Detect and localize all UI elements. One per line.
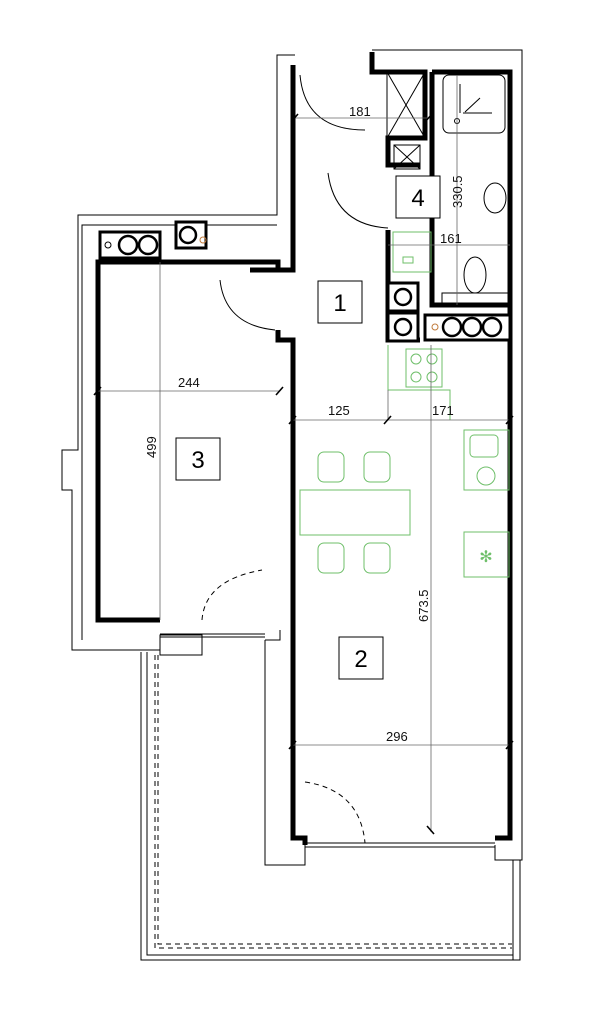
dimension-label: 161 — [440, 231, 462, 246]
fridge-icon — [463, 531, 510, 578]
dimension-label: 499 — [144, 436, 159, 458]
washing-machine-icon — [392, 231, 432, 273]
dimension-label: 673.5 — [416, 589, 431, 622]
room-label-3: 3 — [175, 437, 221, 481]
kitchen-sink-icon — [469, 434, 499, 458]
dimension-label: 181 — [349, 104, 371, 119]
dimension-label: 125 — [328, 403, 350, 418]
dining-table-icon — [299, 489, 411, 536]
svg-text:4: 4 — [411, 185, 424, 212]
dimension-label: 244 — [178, 375, 200, 390]
room-label-1: 1 — [317, 280, 363, 324]
bathroom-walls — [299, 49, 523, 861]
ventilation-shafts — [98, 220, 276, 331]
room-label-2: 2 — [338, 636, 384, 680]
balcony — [140, 652, 521, 961]
shower-icon — [442, 74, 506, 134]
chair-icon — [317, 451, 391, 574]
svg-text:1: 1 — [333, 290, 346, 317]
svg-text:✻: ✻ — [479, 549, 492, 566]
window — [304, 781, 495, 848]
bathroom-fixtures — [392, 74, 509, 306]
svg-text:2: 2 — [354, 646, 367, 673]
sink-icon — [483, 182, 507, 214]
dimension-label: 171 — [432, 403, 454, 418]
dimension-label: 330.5 — [450, 175, 465, 208]
toilet-icon — [463, 256, 487, 294]
svg-text:3: 3 — [191, 447, 204, 474]
room-label-4: 4 — [395, 175, 441, 219]
kitchen-furniture: ✻ — [299, 345, 510, 578]
dimension-label: 296 — [386, 729, 408, 744]
cooktop-icon — [405, 348, 443, 388]
dimension-lines — [93, 75, 514, 835]
room-3-walls — [61, 54, 308, 866]
